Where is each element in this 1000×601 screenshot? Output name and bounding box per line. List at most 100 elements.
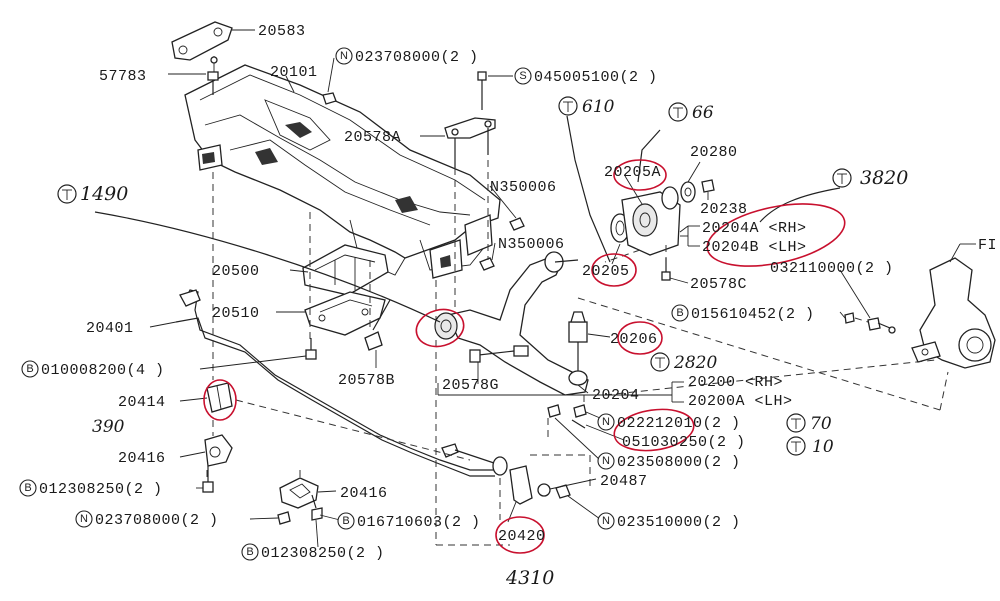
label-010008200: 010008200(4 ) [41, 362, 165, 379]
plate-20500-drawing [302, 244, 389, 296]
clamp-20416-left-drawing [204, 434, 233, 467]
torque-10: 10 [812, 437, 834, 457]
torque-1490: 1490 [80, 183, 128, 205]
label-20420: 20420 [498, 528, 546, 545]
bolt-20578b-drawing [364, 299, 391, 351]
label-20205: 20205 [582, 263, 630, 280]
badge-n-letter: N [340, 50, 348, 62]
label-20204a-rh: 20204A <RH> [702, 220, 807, 237]
label-012308250-left: 012308250(2 ) [39, 481, 163, 498]
bracket-20578a-drawing [444, 117, 496, 168]
torque-circle-icon [57, 184, 77, 204]
badge-n-letter: N [602, 416, 610, 428]
badge-n-letter: N [602, 455, 610, 467]
badge-b-letter: B [342, 515, 349, 527]
badge-b-letter: B [676, 307, 683, 319]
badge-b-016710603 [337, 512, 355, 530]
clamp-20416-right-drawing [279, 477, 319, 509]
label-20578a: 20578A [344, 129, 401, 146]
badge-s-letter: S [519, 70, 526, 82]
label-20578b: 20578B [338, 372, 395, 389]
label-20101: 20101 [270, 64, 318, 81]
crossmember-drawing [184, 64, 501, 279]
dashed-reference-lines [206, 160, 949, 546]
hardware-cluster-drawing [547, 404, 587, 429]
label-20204: 20204 [592, 387, 640, 404]
bracket-20583-drawing [171, 21, 233, 72]
label-20414: 20414 [118, 394, 166, 411]
label-20238: 20238 [700, 201, 748, 218]
bushing-assembly-drawing [610, 179, 715, 281]
torque-circle-icon [558, 96, 578, 116]
torque-66: 66 [692, 103, 714, 123]
label-20500: 20500 [212, 263, 260, 280]
label-20578c: 20578C [690, 276, 747, 293]
badge-s-045005100 [514, 67, 532, 85]
badge-b-012308250-right [241, 543, 259, 561]
knuckle-drawing [844, 257, 996, 369]
stabilizer-link-drawing [441, 443, 571, 505]
badge-n-023508000 [597, 452, 615, 470]
badge-b-010008200 [21, 360, 39, 378]
label-20206: 20206 [610, 331, 658, 348]
plate-20510-drawing [304, 291, 386, 336]
torque-circle-icon [650, 352, 670, 372]
torque-4310: 4310 [505, 567, 554, 589]
label-20416-right: 20416 [340, 485, 388, 502]
torque-circle-icon [832, 168, 852, 188]
label-032110000: 032110000(2 ) [770, 260, 894, 277]
label-022212010: 022212010(2 ) [617, 415, 741, 432]
label-023708000-top: 023708000(2 ) [355, 49, 479, 66]
torque-610: 610 [582, 97, 615, 117]
label-012308250-right: 012308250(2 ) [261, 545, 385, 562]
badge-n-022212010 [597, 413, 615, 431]
label-023708000-bottom: 023708000(2 ) [95, 512, 219, 529]
torque-2820: 2820 [673, 353, 717, 373]
badge-b-012308250-left [19, 479, 37, 497]
label-20280: 20280 [690, 144, 738, 161]
nut-top-drawing [322, 92, 337, 105]
badge-b-015610452 [671, 304, 689, 322]
label-20487: 20487 [600, 473, 648, 490]
label-20416-left: 20416 [118, 450, 166, 467]
label-20200-rh: 20200 <RH> [688, 374, 783, 391]
label-023510000: 023510000(2 ) [617, 514, 741, 531]
part-labels: 20583 57783 20101 N 023708000(2 ) S 0450… [19, 23, 997, 562]
label-20401: 20401 [86, 320, 134, 337]
bolt-045005100-drawing [477, 71, 487, 110]
label-016710603: 016710603(2 ) [357, 514, 481, 531]
label-051030250: 051030250(2 ) [622, 434, 746, 451]
badge-n-023708000a [335, 47, 353, 65]
torque-circle-icon [668, 102, 688, 122]
nuts-n350006-drawing [479, 217, 525, 271]
label-n350006-upper: N350006 [490, 179, 557, 196]
label-20578g: 20578G [442, 377, 499, 394]
red-highlight-marks [203, 159, 846, 554]
badge-b-letter: B [26, 363, 33, 375]
badge-n-letter: N [602, 515, 610, 527]
torque-notes: 1490 610 66 3820 2820 70 10 390 4310 [57, 96, 908, 589]
label-20510: 20510 [212, 305, 260, 322]
torque-70: 70 [810, 414, 832, 434]
transverse-link-20204-drawing [434, 251, 589, 396]
label-20200a-lh: 20200A <LH> [688, 393, 793, 410]
bolt-b012308250-left-drawing [202, 466, 214, 493]
badge-b-letter: B [246, 546, 253, 558]
torque-circle-icon [786, 413, 806, 433]
nut-bottom-left-drawing [277, 511, 291, 525]
label-015610452: 015610452(2 ) [691, 306, 815, 323]
badge-n-letter: N [80, 513, 88, 525]
label-20204b-lh: 20204B <LH> [702, 239, 807, 256]
stabilizer-bar-20401-drawing [175, 289, 495, 477]
label-57783: 57783 [99, 68, 147, 85]
torque-3820: 3820 [860, 167, 908, 189]
label-20583: 20583 [258, 23, 306, 40]
torque-390: 390 [92, 417, 125, 437]
bolt-57783-drawing [207, 71, 219, 95]
bolt-b010008200-drawing [305, 338, 317, 360]
label-023508000: 023508000(2 ) [617, 454, 741, 471]
badge-b-letter: B [24, 482, 31, 494]
label-20205a: 20205A [604, 164, 661, 181]
